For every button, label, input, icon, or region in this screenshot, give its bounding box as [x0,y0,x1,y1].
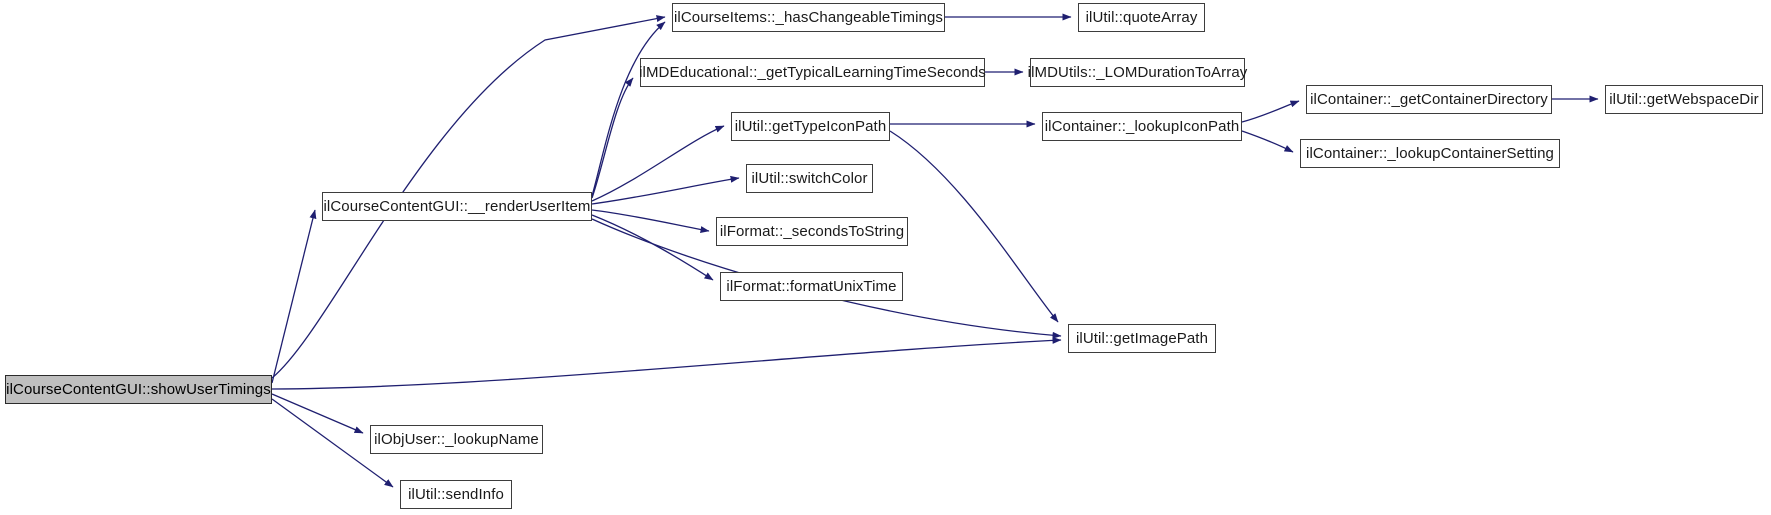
graph-node-label: ilCourseContentGUI::showUserTimings [6,381,271,398]
graph-node-label: ilUtil::quoteArray [1085,9,1198,26]
graph-node-label: ilFormat::_secondsToString [719,223,905,240]
graph-edge-showUserTimings-to-lookupName [271,393,364,434]
graph-node-label: ilContainer::_lookupIconPath [1044,118,1240,135]
graph-node-label: ilUtil::switchColor [751,170,868,187]
graph-node-sendInfo[interactable]: ilUtil::sendInfo [400,480,512,509]
graph-node-lookupContainerSetting[interactable]: ilContainer::_lookupContainerSetting [1300,139,1560,168]
graph-edge-showUserTimings-to-getImagePath [271,336,1062,390]
graph-edge-renderUserItem-to-formatUnixTime [591,214,714,281]
graph-edge-showUserTimings-to-renderUserItem [271,209,317,384]
graph-node-label: ilCourseContentGUI::__renderUserItem [323,198,591,215]
graph-node-secondsToString[interactable]: ilFormat::_secondsToString [716,217,908,246]
graph-node-label: ilContainer::_lookupContainerSetting [1306,145,1554,162]
graph-node-label: ilUtil::getImagePath [1075,330,1209,347]
graph-node-label: ilUtil::getWebspaceDir [1609,91,1759,108]
graph-edge-lookupIconPath-to-lookupContainerSetting [1241,130,1294,153]
graph-node-getImagePath[interactable]: ilUtil::getImagePath [1068,324,1216,353]
graph-node-getContainerDirectory[interactable]: ilContainer::_getContainerDirectory [1306,85,1552,114]
graph-node-getTypicalLearningTimeSeconds[interactable]: ilMDEducational::_getTypicalLearningTime… [639,58,986,87]
graph-node-getTypeIconPath[interactable]: ilUtil::getTypeIconPath [731,112,890,141]
graph-node-label: ilMDUtils::_LOMDurationToArray [1027,64,1248,81]
graph-node-label: ilContainer::_getContainerDirectory [1310,91,1548,108]
graph-node-label: ilFormat::formatUnixTime [726,278,897,295]
graph-edge-renderUserItem-to-secondsToString [591,209,710,234]
graph-edge-renderUserItem-to-getTypeIconPath [591,125,725,202]
graph-node-label: ilObjUser::_lookupName [374,431,539,448]
graph-node-label: ilCourseItems::_hasChangeableTimings [673,9,943,26]
graph-node-getWebspaceDir[interactable]: ilUtil::getWebspaceDir [1605,85,1763,114]
graph-node-label: ilMDEducational::_getTypicalLearningTime… [639,64,986,81]
graph-node-lookupName[interactable]: ilObjUser::_lookupName [370,425,543,454]
graph-edge-getTypeIconPath-to-getImagePath [889,130,1059,323]
graph-node-quoteArray[interactable]: ilUtil::quoteArray [1078,3,1205,32]
graph-node-switchColor[interactable]: ilUtil::switchColor [746,164,873,193]
graph-node-lookupIconPath[interactable]: ilContainer::_lookupIconPath [1042,112,1242,141]
graph-node-label: ilUtil::sendInfo [408,486,504,503]
graph-node-renderUserItem[interactable]: ilCourseContentGUI::__renderUserItem [322,192,592,221]
graph-node-showUserTimings[interactable]: ilCourseContentGUI::showUserTimings [5,375,272,404]
graph-node-LOMDurationToArray[interactable]: ilMDUtils::_LOMDurationToArray [1027,58,1248,87]
graph-edge-renderUserItem-to-switchColor [591,175,740,205]
graph-edge-lookupIconPath-to-getContainerDirectory [1241,100,1300,123]
graph-node-label: ilUtil::getTypeIconPath [734,118,887,135]
graph-node-hasChangeableTimings[interactable]: ilCourseItems::_hasChangeableTimings [672,3,945,32]
graph-node-formatUnixTime[interactable]: ilFormat::formatUnixTime [720,272,903,301]
graph-edge-renderUserItem-to-hasChangeableTimings [591,21,666,197]
graph-edge-renderUserItem-to-getTypicalLearningTimeSeconds [591,77,634,199]
